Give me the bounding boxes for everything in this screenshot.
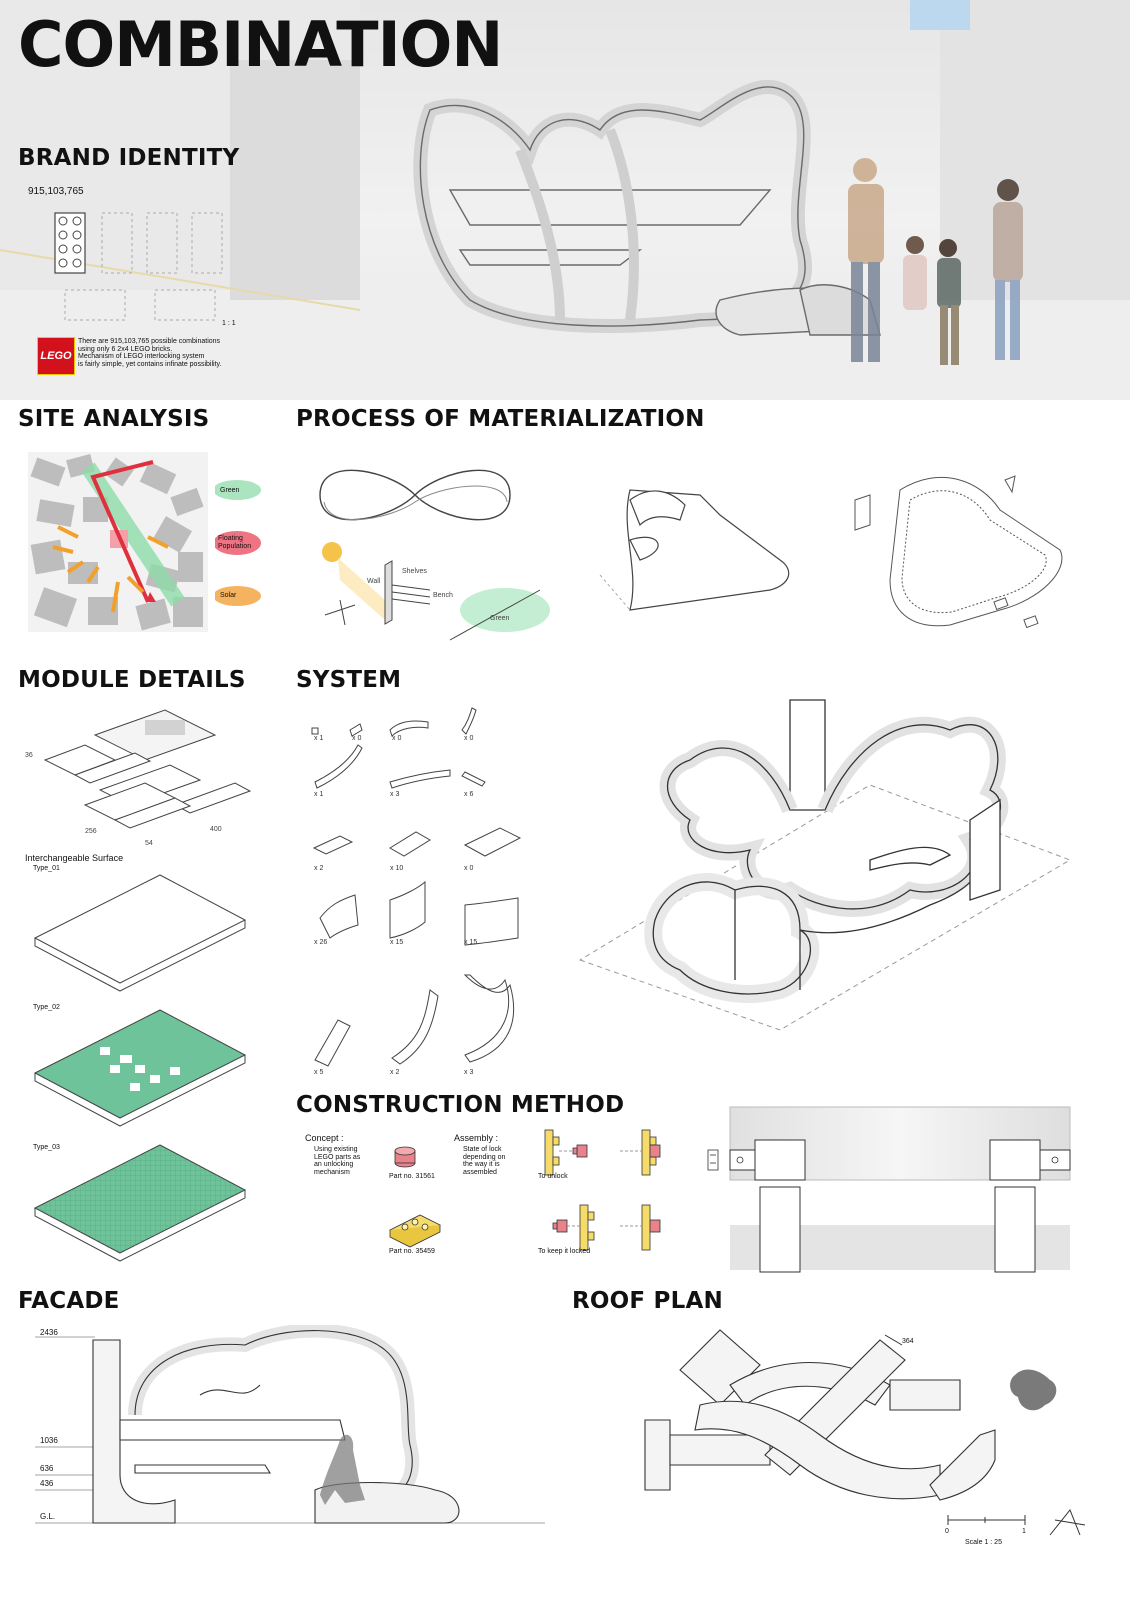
- dim-36: 36: [25, 752, 33, 759]
- level-2436: 2436: [40, 1328, 58, 1337]
- level-436: 436: [40, 1479, 54, 1488]
- module-details-heading: MODULE DETAILS: [18, 667, 246, 693]
- roof-scale-label: Scale 1 : 25: [965, 1539, 1002, 1546]
- label-bench: Bench: [433, 592, 453, 599]
- level-636: 636: [40, 1464, 54, 1473]
- brand-identity-heading: BRAND IDENTITY: [18, 145, 240, 171]
- part-35459-label: Part no. 35459: [389, 1248, 435, 1255]
- roof-dim-364: 364: [902, 1338, 914, 1345]
- level-1036: 1036: [40, 1436, 58, 1445]
- system-parts-catalog: x 1 x 0 x 0 x 0 x 1 x 3 x 6 x 2 x 10 x 0…: [311, 707, 522, 1076]
- lock-mechanism-diagram: [389, 1129, 661, 1251]
- dim-54: 54: [145, 840, 153, 847]
- surface-type-01: [33, 874, 247, 992]
- hero-scene: [0, 0, 1130, 400]
- facade-heading: FACADE: [18, 1288, 120, 1314]
- process-diagrams: Wall Shelves Bench Green: [319, 469, 1063, 641]
- process-heading: PROCESS OF MATERIALIZATION: [296, 406, 705, 432]
- site-map: [28, 452, 208, 632]
- level-gl: G.L.: [40, 1512, 55, 1521]
- assembly-text: State of lock depending on the way it is…: [463, 1146, 506, 1177]
- to-keep-locked-label: To keep it locked: [538, 1248, 591, 1255]
- part-count-2: x 0: [352, 735, 361, 742]
- concept-text: Using existing LEGO parts as an unlockin…: [314, 1146, 361, 1177]
- legend-floating-population: Floating Population: [218, 535, 252, 550]
- facade-elevation: 2436 1036 636 436 G.L.: [35, 1325, 545, 1524]
- system-heading: SYSTEM: [296, 667, 402, 693]
- part-count-4: x 0: [464, 735, 473, 742]
- type-01-label: Type_01: [33, 865, 60, 872]
- scale-end: 1: [1022, 1528, 1026, 1535]
- part-count-7: x 6: [464, 791, 473, 798]
- type-03-label: Type_03: [33, 1144, 60, 1151]
- part-count-12: x 15: [390, 939, 403, 946]
- module-exploded-axonometric: 36 256 54 400: [25, 709, 252, 847]
- brand-note: There are 915,103,765 possible combinati…: [78, 338, 222, 369]
- part-count-8: x 2: [314, 865, 323, 872]
- part-count-11: x 26: [314, 939, 327, 946]
- brick-combination-diagram: [54, 212, 223, 321]
- concept-title: Concept :: [305, 1133, 344, 1143]
- assembly-title: Assembly :: [454, 1133, 499, 1143]
- assembled-axonometric: [578, 699, 1072, 1031]
- part-count-3: x 0: [392, 735, 401, 742]
- site-analysis-heading: SITE ANALYSIS: [18, 406, 210, 432]
- part-count-14: x 5: [314, 1069, 323, 1076]
- legend-solar: Solar: [220, 592, 237, 599]
- dim-256: 256: [85, 828, 97, 835]
- label-shelves: Shelves: [402, 568, 427, 575]
- type-02-label: Type_02: [33, 1004, 60, 1011]
- part-count-16: x 3: [464, 1069, 473, 1076]
- dim-400: 400: [210, 826, 222, 833]
- part-count-9: x 10: [390, 865, 403, 872]
- construction-section-detail: [707, 1106, 1071, 1273]
- page-title: COMBINATION: [18, 8, 503, 81]
- roof-plan-drawing: 364 0 1 Scale 1 : 25: [644, 1329, 1086, 1546]
- surface-title: Interchangeable Surface: [25, 853, 124, 863]
- combination-count: 915,103,765: [28, 186, 84, 197]
- lego-logo: LEGO: [37, 337, 75, 375]
- surface-type-03: [33, 1144, 247, 1262]
- brick-scale: 1 : 1: [222, 320, 236, 327]
- part-31561-label: Part no. 31561: [389, 1173, 435, 1180]
- part-count-15: x 2: [390, 1069, 399, 1076]
- label-green: Green: [490, 615, 510, 622]
- part-count-10: x 0: [464, 865, 473, 872]
- site-legend-swatches: [215, 480, 261, 606]
- hero-render: [0, 0, 1130, 400]
- roof-plan-heading: ROOF PLAN: [572, 1288, 723, 1314]
- part-count-6: x 3: [390, 791, 399, 798]
- surface-type-02: [33, 1009, 247, 1127]
- part-count-1: x 1: [314, 735, 323, 742]
- to-unlock-label: To unlock: [538, 1173, 568, 1180]
- part-count-13: x 15: [464, 939, 477, 946]
- scale-start: 0: [945, 1528, 949, 1535]
- construction-heading: CONSTRUCTION METHOD: [296, 1092, 625, 1118]
- label-wall: Wall: [367, 578, 381, 585]
- part-count-5: x 1: [314, 791, 323, 798]
- legend-green: Green: [220, 487, 240, 494]
